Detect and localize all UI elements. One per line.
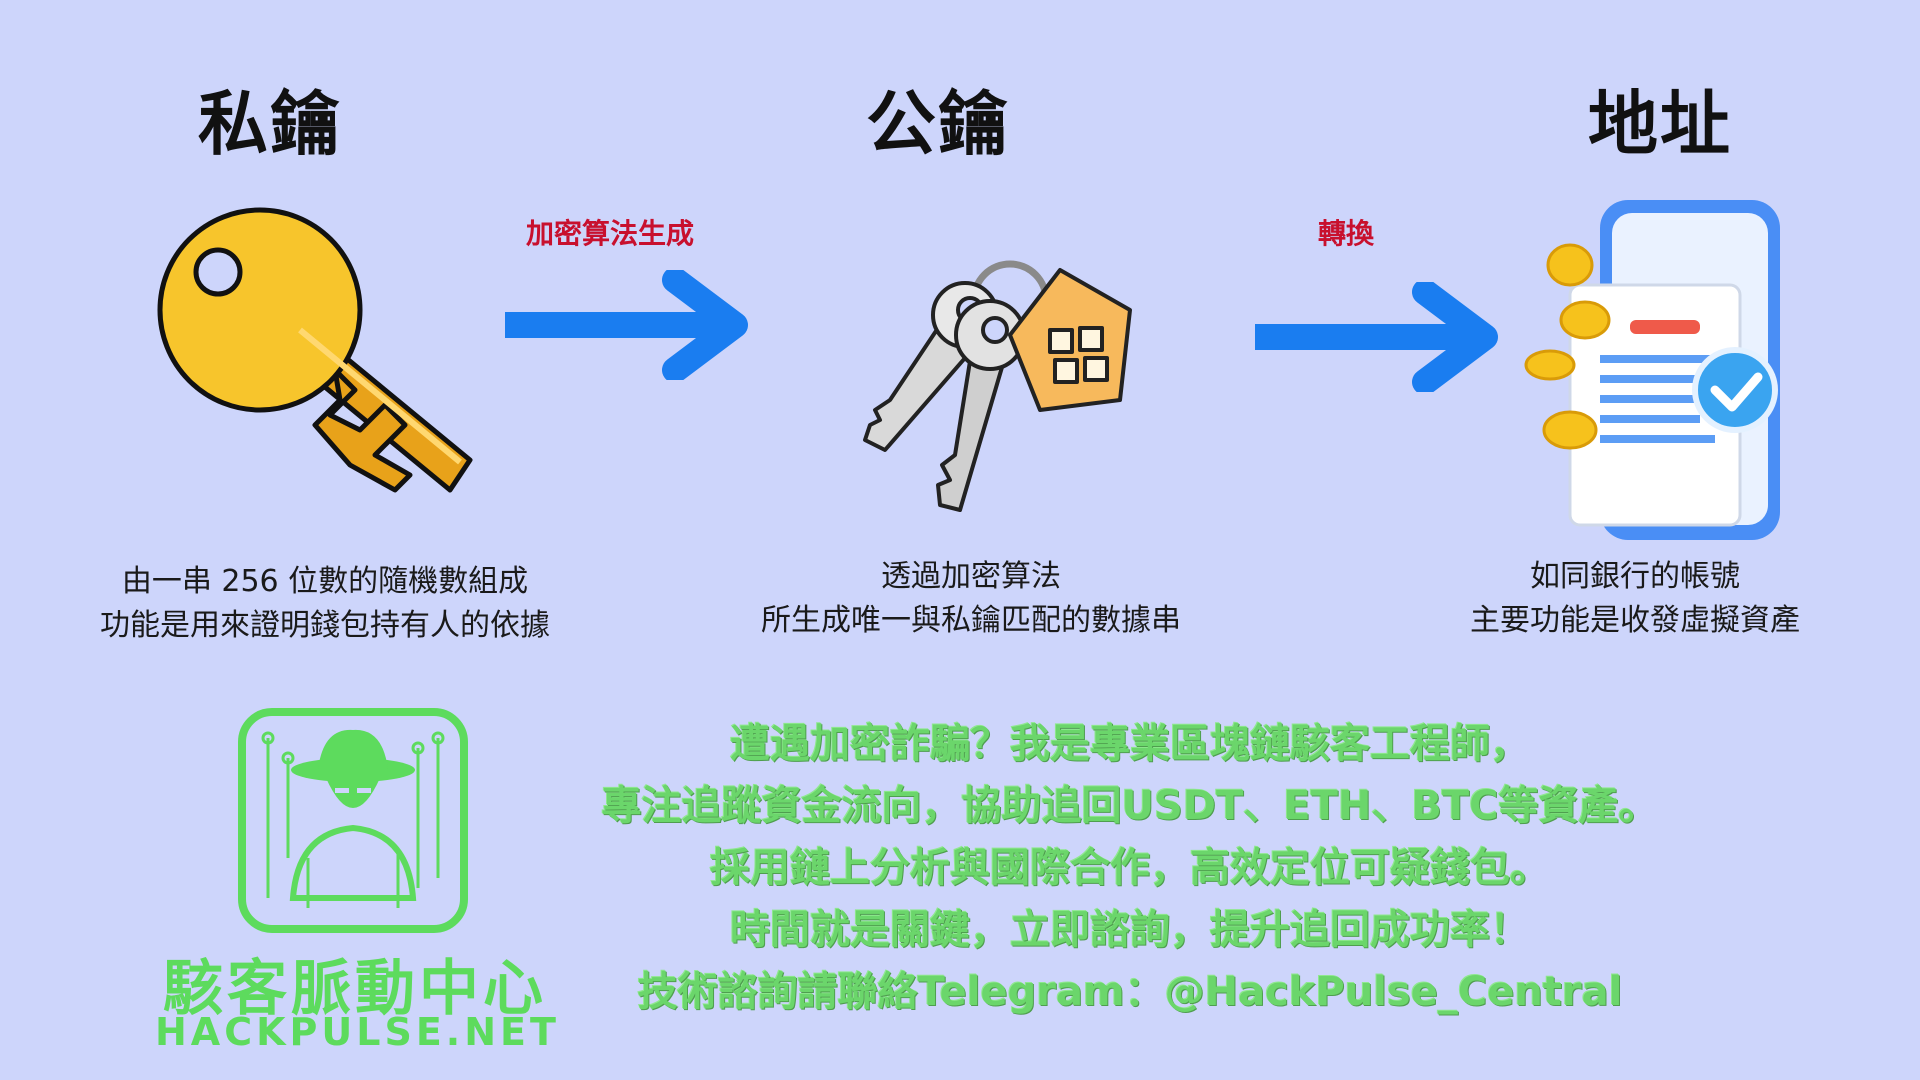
public-key-desc-line2: 所生成唯一與私鑰匹配的數據串: [761, 603, 1181, 638]
public-key-title: 公鑰: [866, 83, 1010, 165]
promo-line-1: 遭遇加密詐騙？我是專業區塊鏈駭客工程師，: [730, 721, 1530, 767]
private-key-description: 由一串 256 位數的隨機數組成 功能是用來證明錢包持有人的依據: [15, 560, 635, 648]
keyring-house-icon: [863, 260, 1132, 512]
brand-name-cn: 駭客脈動中心: [163, 954, 547, 1024]
address-desc-line2: 主要功能是收發虛擬資產: [1470, 603, 1800, 638]
arrow-label-convert: 轉換: [1317, 217, 1374, 250]
private-key-desc-line1: 由一串 256 位數的隨機數組成: [121, 564, 529, 599]
promo-line-3: 採用鏈上分析與國際合作，高效定位可疑錢包。: [710, 845, 1550, 891]
arrow-label-encrypt: 加密算法生成: [525, 217, 694, 250]
private-key-title: 私鑰: [198, 83, 342, 165]
public-key-desc-line1: 透過加密算法: [881, 559, 1061, 594]
promo-text-block: 遭遇加密詐騙？我是專業區塊鏈駭客工程師， 專注追蹤資金流向，協助追回USDT、E…: [540, 713, 1720, 1023]
public-key-description: 透過加密算法 所生成唯一與私鑰匹配的數據串: [661, 555, 1281, 643]
arrow-right-icon: [505, 270, 748, 380]
key-icon: [157, 207, 473, 493]
brand-name-en: HACKPULSE.NET: [155, 1010, 560, 1054]
arrow-right-icon: [1255, 282, 1498, 392]
private-key-desc-line2: 功能是用來證明錢包持有人的依據: [100, 608, 550, 643]
promo-line-5: 技術諮詢請聯絡Telegram：@HackPulse_Central: [637, 969, 1623, 1015]
hacker-circuit-icon: [238, 708, 468, 933]
phone-receipt-coins-icon: [1524, 200, 1780, 540]
address-title: 地址: [1588, 83, 1732, 165]
promo-line-4: 時間就是關鍵，立即諮詢，提升追回成功率！: [730, 907, 1530, 953]
promo-line-2: 專注追蹤資金流向，協助追回USDT、ETH、BTC等資產。: [601, 783, 1659, 829]
address-desc-line1: 如同銀行的帳號: [1530, 559, 1740, 594]
address-description: 如同銀行的帳號 主要功能是收發虛擬資產: [1325, 555, 1920, 643]
